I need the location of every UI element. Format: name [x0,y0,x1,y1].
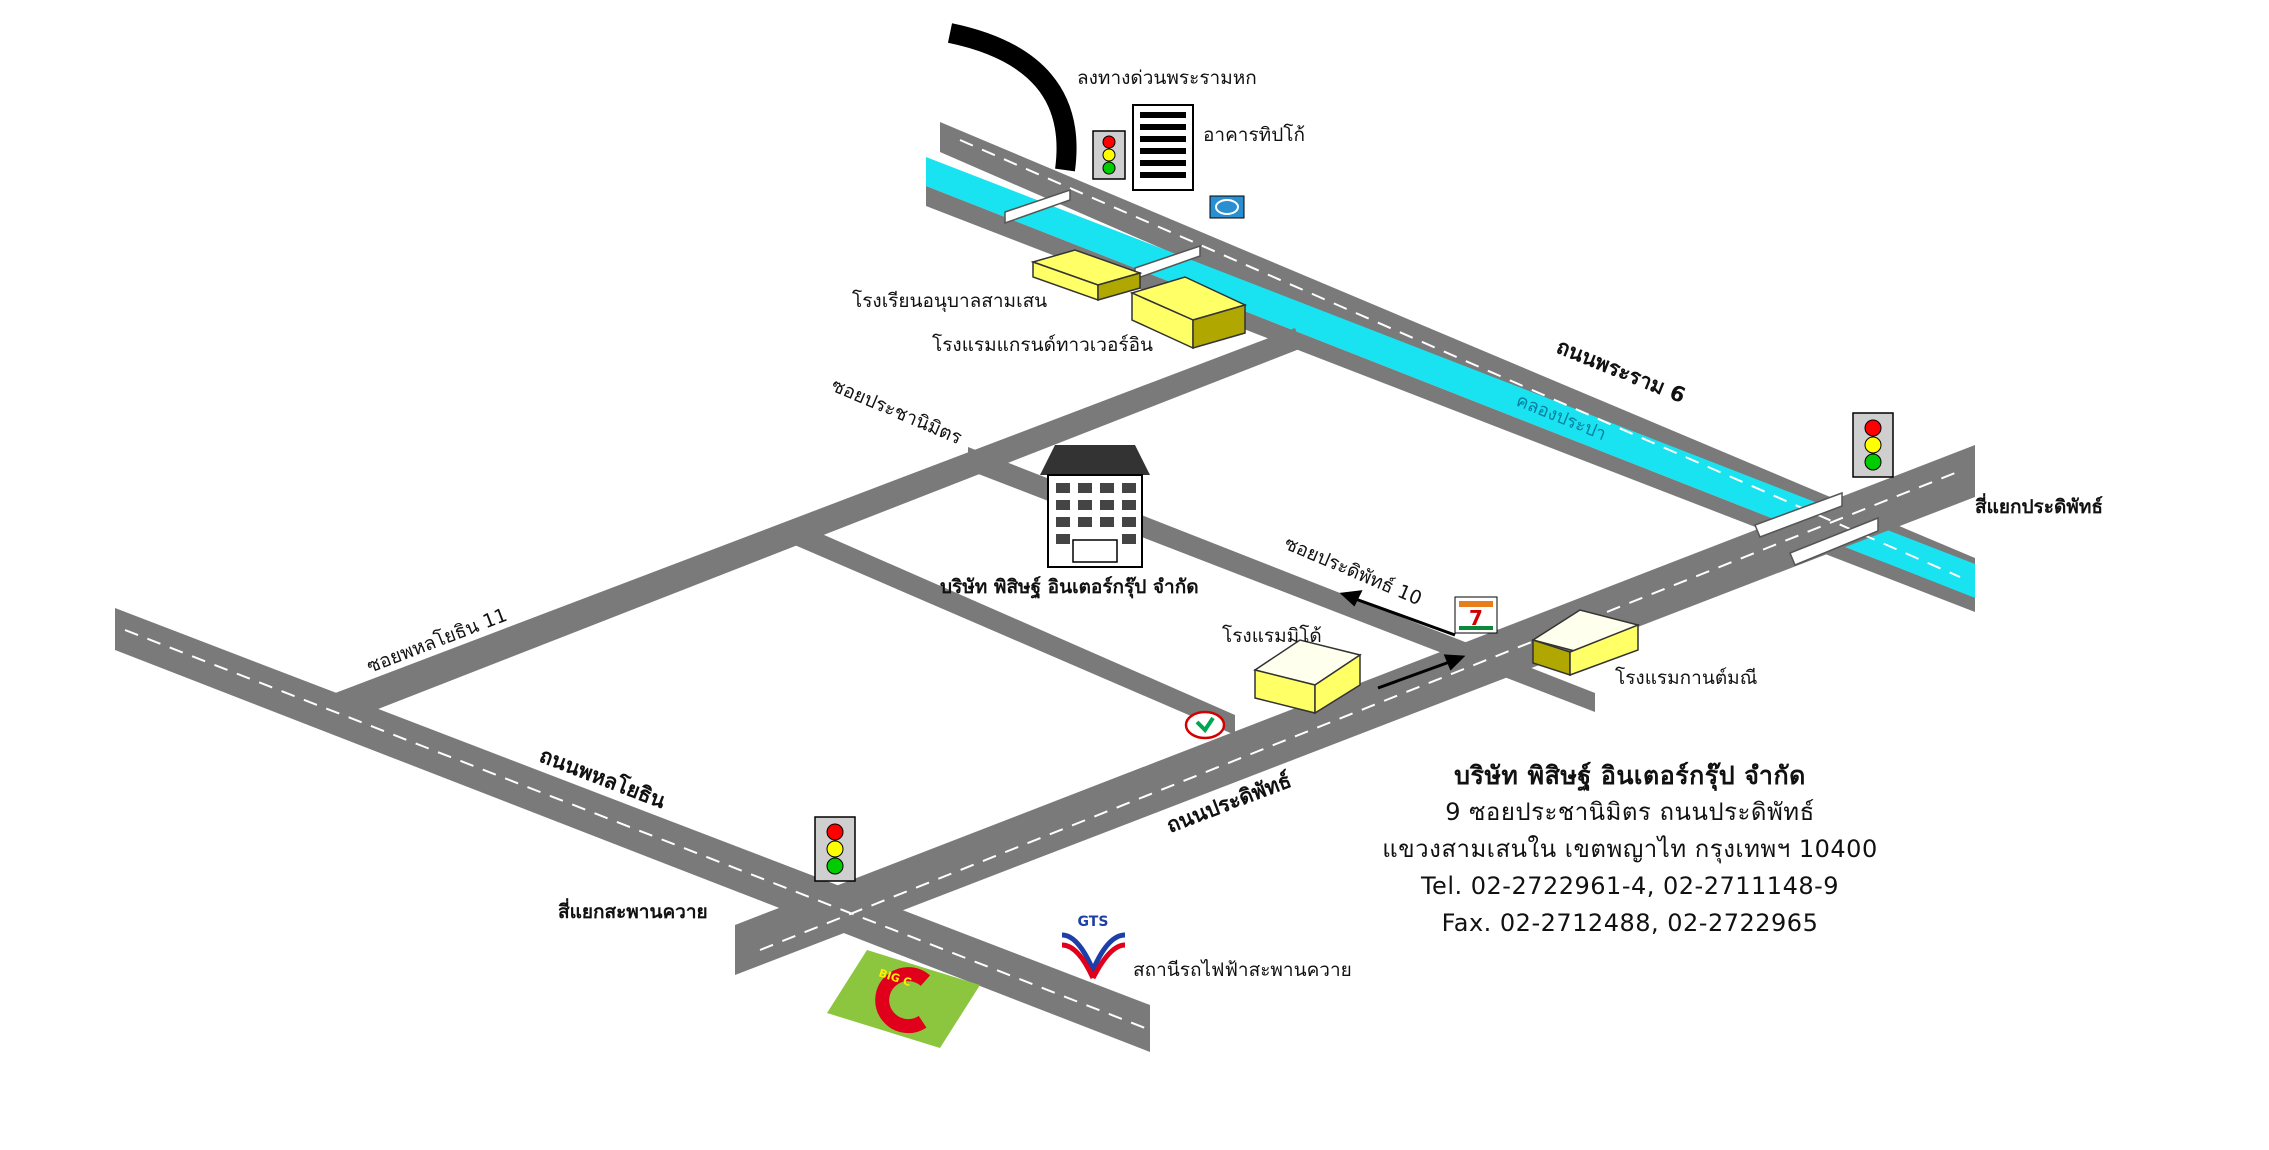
kasikorn-bank-icon [1184,710,1226,740]
company-address-block: บริษัท พิสิษฐ์ อินเตอร์กรุ๊ป จำกัด 9 ซอย… [1320,757,1940,942]
traffic-light-icon [1852,412,1894,478]
address-line-1: 9 ซอยประชานิมิตร ถนนประดิพัทธ์ [1445,798,1815,826]
label-tipco-building: อาคารทิปโก้ [1203,123,1305,146]
kindergarten-building [1030,249,1143,302]
label-bts-station: สถานีรถไฟฟ้าสะพานควาย [1133,959,1352,981]
expressway-ramp [947,23,1077,172]
traffic-light-icon [814,816,856,882]
label-mido-hotel: โรงแรมมิโด้ [1222,624,1322,647]
pradipat-road [735,445,1975,975]
company-building [1040,445,1150,568]
office-tower-icon [1132,104,1194,191]
big-c-logo-icon: BIG C [827,950,980,1048]
fax: Fax. 02-2712488, 02-2722965 [1441,909,1819,937]
label-expressway-exit: ลงทางด่วนพระรามหก [1077,67,1257,89]
svg-text:7: 7 [1469,606,1483,630]
seven-eleven-icon: 7 [1454,596,1498,634]
label-pradipat-junction: สี่แยกประดิพัทธ์ [1975,493,2103,518]
label-company-on-map: บริษัท พิสิษฐ์ อินเตอร์กรุ๊ป จำกัด [940,576,1199,600]
traffic-light-icon [1092,130,1126,180]
kanmanee-hotel-building [1531,609,1640,677]
label-kanmanee-hotel: โรงแรมกานต์มณี [1615,666,1757,689]
label-grand-tower-inn: โรงแรมแกรนด์ทาวเวอร์อิน [932,333,1153,356]
bts-logo-icon: GTS [1061,914,1126,980]
address-line-2: แขวงสามเสนใน เขตพญาไท กรุงเทพฯ 10400 [1382,835,1878,863]
direction-arrows [1339,590,1466,690]
prapa-canal [926,157,1975,598]
label-kindergarten: โรงเรียนอนุบาลสามเสน [852,289,1047,313]
phahonyothin-road [115,608,1150,1052]
company-name: บริษัท พิสิษฐ์ อินเตอร์กรุ๊ป จำกัด [1454,761,1806,790]
grand-tower-inn-building [1129,276,1248,350]
label-saphan-khwai-junction: สี่แยกสะพานควาย [558,898,708,923]
lane-markings [124,139,1961,1029]
link-soi [790,520,1235,735]
gts-logo-text: GTS [1078,914,1109,930]
label-soi-prachanimit: ซอยประชานิมิตร [828,374,965,449]
mido-hotel-building [1253,639,1362,715]
telephone: Tel. 02-2722961-4, 02-2711148-9 [1420,872,1840,900]
soi-phahonyothin-11 [330,328,1302,722]
sign-icon [1209,195,1245,219]
